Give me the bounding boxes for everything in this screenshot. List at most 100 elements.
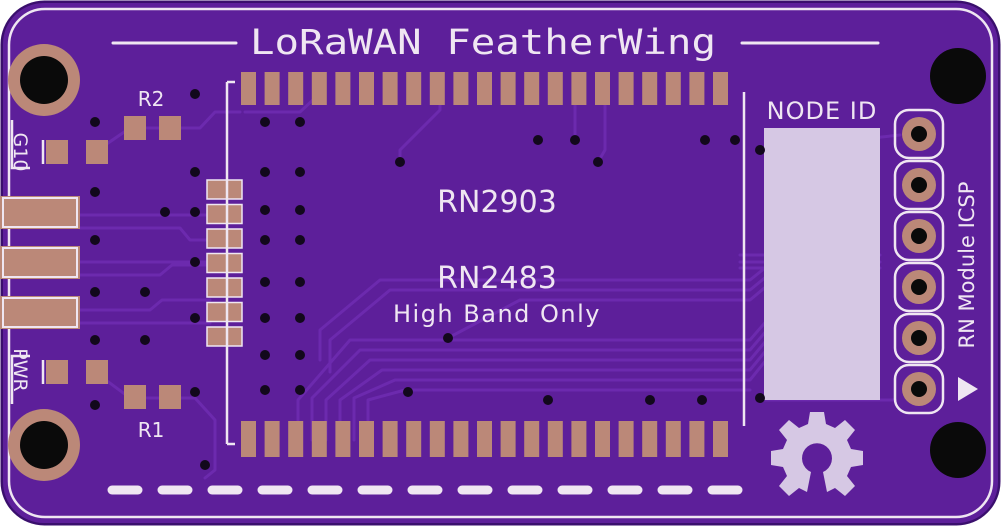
module-pad-bottom xyxy=(595,421,610,457)
module-pad-left xyxy=(206,301,243,323)
icsp-label: RN Module ICSP xyxy=(955,182,979,349)
node-id-label: NODE ID xyxy=(767,97,878,125)
module-pad-bottom xyxy=(241,421,256,457)
via xyxy=(443,333,453,343)
module-pad-bottom xyxy=(618,421,634,457)
icsp-pin-outline xyxy=(893,159,945,211)
g10-pad-a xyxy=(46,140,68,164)
via xyxy=(90,335,100,345)
module-label-high-band: High Band Only xyxy=(393,300,601,328)
via xyxy=(533,135,543,145)
via xyxy=(200,460,210,470)
via xyxy=(260,385,270,395)
via xyxy=(295,277,305,287)
module-pad-left xyxy=(206,277,243,298)
mount-hole-bottom-left xyxy=(20,421,68,469)
via xyxy=(260,235,270,245)
via xyxy=(90,117,100,127)
module-pad-top xyxy=(713,72,728,105)
module-pad-bottom xyxy=(264,421,280,457)
edge-connector-pads xyxy=(0,196,80,329)
icsp-pin-outline xyxy=(893,210,945,262)
via xyxy=(730,135,740,145)
module-pad-bottom xyxy=(406,421,422,457)
icsp-pin-hole xyxy=(911,279,927,295)
module-pad-bottom xyxy=(429,421,445,457)
module-pad-top xyxy=(477,72,492,105)
module-pad-bottom xyxy=(359,421,374,457)
via xyxy=(190,257,200,267)
via xyxy=(260,350,270,360)
via xyxy=(90,187,100,197)
module-pad-bottom xyxy=(689,421,705,457)
via xyxy=(295,235,305,245)
module-pad-top xyxy=(382,72,398,105)
module-pad-top xyxy=(311,72,327,105)
module-pad-bottom xyxy=(453,421,469,457)
pwr-pad-b xyxy=(86,360,108,384)
module-pads-left xyxy=(206,179,243,347)
icsp-pin-hole xyxy=(911,177,927,193)
module-pad-bottom xyxy=(382,421,398,457)
vias xyxy=(90,89,765,470)
module-pad-bottom xyxy=(335,421,351,457)
icsp-pin-hole xyxy=(911,381,927,397)
via xyxy=(90,235,100,245)
module-pad-top xyxy=(689,72,705,105)
via xyxy=(755,393,765,403)
module-pads-top xyxy=(241,72,728,105)
module-pads-bottom xyxy=(241,421,728,457)
module-pad-top xyxy=(618,72,634,105)
mount-hole-top-right xyxy=(930,48,986,104)
icsp-pin-outline xyxy=(893,261,945,313)
module-pad-top xyxy=(359,72,374,105)
pwr-label: PWR xyxy=(9,348,31,391)
via xyxy=(260,313,270,323)
module-pad-bottom xyxy=(642,421,658,457)
r1-pad-a xyxy=(124,385,146,409)
module-pad-top xyxy=(453,72,469,105)
module-label-rn2903: RN2903 xyxy=(437,185,557,220)
module-pad-bottom xyxy=(500,421,516,457)
module-pad-left xyxy=(206,252,243,274)
module-pad-left xyxy=(206,179,243,200)
module-pad-bottom xyxy=(547,421,563,457)
via xyxy=(190,387,200,397)
via xyxy=(90,287,100,297)
g10-pad-b xyxy=(86,140,108,164)
module-pad-top xyxy=(665,72,681,105)
module-pad-top xyxy=(288,72,304,105)
via xyxy=(295,167,305,177)
module-pad-bottom xyxy=(311,421,327,457)
via xyxy=(697,395,707,405)
icsp-pin-hole xyxy=(911,330,927,346)
via xyxy=(395,157,405,167)
via xyxy=(190,167,200,177)
via xyxy=(190,313,200,323)
g10-label: G10 xyxy=(9,133,31,172)
mount-hole-top-left xyxy=(20,56,68,104)
triangle-marker-icon xyxy=(958,377,978,401)
via xyxy=(90,400,100,410)
icsp-pin-outline xyxy=(893,312,945,364)
node-id-box xyxy=(764,128,880,400)
via xyxy=(755,145,765,155)
icsp-pin-outline xyxy=(893,363,945,415)
via xyxy=(295,205,305,215)
via xyxy=(543,395,553,405)
r1-pad-b xyxy=(159,385,181,409)
module-outline xyxy=(225,80,746,446)
module-pad-top xyxy=(547,72,563,105)
module-pad-top xyxy=(524,72,540,105)
via xyxy=(260,277,270,287)
mounting-holes xyxy=(8,44,986,481)
module-pad-bottom xyxy=(665,421,681,457)
led-markers xyxy=(10,120,45,404)
via xyxy=(645,395,655,405)
r1-label: R1 xyxy=(138,418,165,442)
via xyxy=(403,387,413,397)
via xyxy=(700,135,710,145)
module-pad-top xyxy=(595,72,610,105)
module-pad-left xyxy=(206,228,243,249)
